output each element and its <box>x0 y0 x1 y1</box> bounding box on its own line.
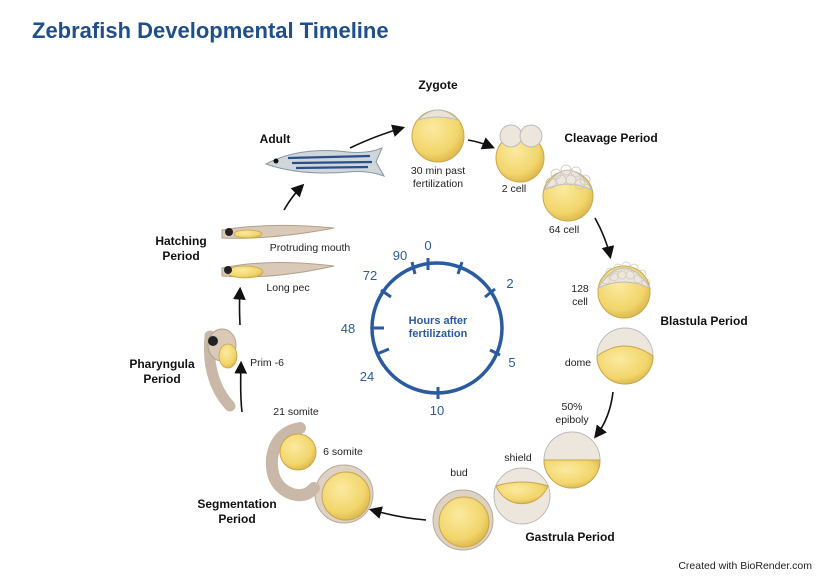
epiboly-embryo <box>543 431 601 489</box>
label-two-cell: 2 cell <box>501 183 527 195</box>
label-gastrula-period: Gastrula Period <box>525 530 615 544</box>
onetwentyeight-cell-embryo <box>596 261 652 319</box>
adult-zebrafish <box>264 147 386 177</box>
label-zygote-time: 30 min past fertilization <box>410 165 466 190</box>
tick-24 <box>376 347 390 356</box>
arrow-zygote-cleavage <box>467 137 495 150</box>
dome-embryo <box>596 327 654 385</box>
zygote-embryo <box>411 109 465 163</box>
prim-embryo <box>203 328 238 412</box>
tick-mark-1 <box>456 261 464 275</box>
label-epiboly: 50% epiboly <box>555 401 589 426</box>
label-dome: dome <box>564 357 592 369</box>
page-title: Zebrafish Developmental Timeline <box>32 18 389 43</box>
tick-label-2: 2 <box>506 276 513 291</box>
arrow-segmentation-pharyngula <box>234 360 248 413</box>
label-pharyngula-period: Pharyngula Period <box>129 357 195 386</box>
tick-90 <box>410 261 417 275</box>
two-cell-embryo <box>495 124 545 183</box>
arrow-cleavage-blastula <box>594 217 615 260</box>
tick-label-48: 48 <box>341 321 355 336</box>
six-somite-embryo <box>314 464 374 524</box>
clock-center-label: Hours after fertilization <box>408 315 468 340</box>
arrow-pharyngula-hatching <box>232 286 246 326</box>
arrow-hatching-adult <box>283 183 305 211</box>
label-sixtyfour-cell: 64 cell <box>548 224 580 236</box>
cycle-arrows <box>232 124 615 521</box>
clock-ticks <box>372 258 501 399</box>
shield-embryo <box>493 467 551 525</box>
tick-label-72: 72 <box>363 268 377 283</box>
arrow-gastrula-segmentation <box>368 506 427 521</box>
label-onetwentyeight-cell: 128 cell <box>571 283 589 308</box>
label-blastula-period: Blastula Period <box>660 314 748 328</box>
label-segmentation-period: Segmentation Period <box>197 497 277 526</box>
long-pec-larva <box>221 261 335 279</box>
label-six-somite: 6 somite <box>323 446 363 458</box>
label-prim: Prim -6 <box>250 357 284 369</box>
arrow-blastula-gastrula <box>594 391 614 439</box>
label-twentyone-somite: 21 somite <box>273 406 319 418</box>
label-bud: bud <box>450 467 468 479</box>
label-protruding-mouth: Protruding mouth <box>269 242 351 254</box>
label-hatching-period: Hatching Period <box>155 234 207 263</box>
tick-5 <box>489 348 501 357</box>
tick-label-5: 5 <box>508 355 515 370</box>
protruding-mouth-larva <box>221 224 335 239</box>
tick-label-90: 90 <box>393 248 407 263</box>
label-adult: Adult <box>259 132 291 146</box>
tick-label-24: 24 <box>360 369 374 384</box>
hours-clock: 0 2 5 10 24 48 72 90 <box>341 238 516 418</box>
twentyone-somite-embryo <box>265 422 320 502</box>
credit-text: Created with BioRender.com <box>678 560 812 572</box>
arrow-adult-zygote <box>349 124 406 149</box>
label-cleavage-period: Cleavage Period <box>564 131 658 145</box>
tick-72 <box>380 288 392 299</box>
tick-label-10: 10 <box>430 403 444 418</box>
tick-label-0: 0 <box>424 238 431 253</box>
bud-embryo <box>432 489 494 551</box>
tick-2 <box>484 287 496 299</box>
sixtyfour-cell-embryo <box>542 164 594 222</box>
label-zygote: Zygote <box>418 78 458 92</box>
label-shield: shield <box>504 452 532 464</box>
label-long-pec: Long pec <box>266 282 310 294</box>
